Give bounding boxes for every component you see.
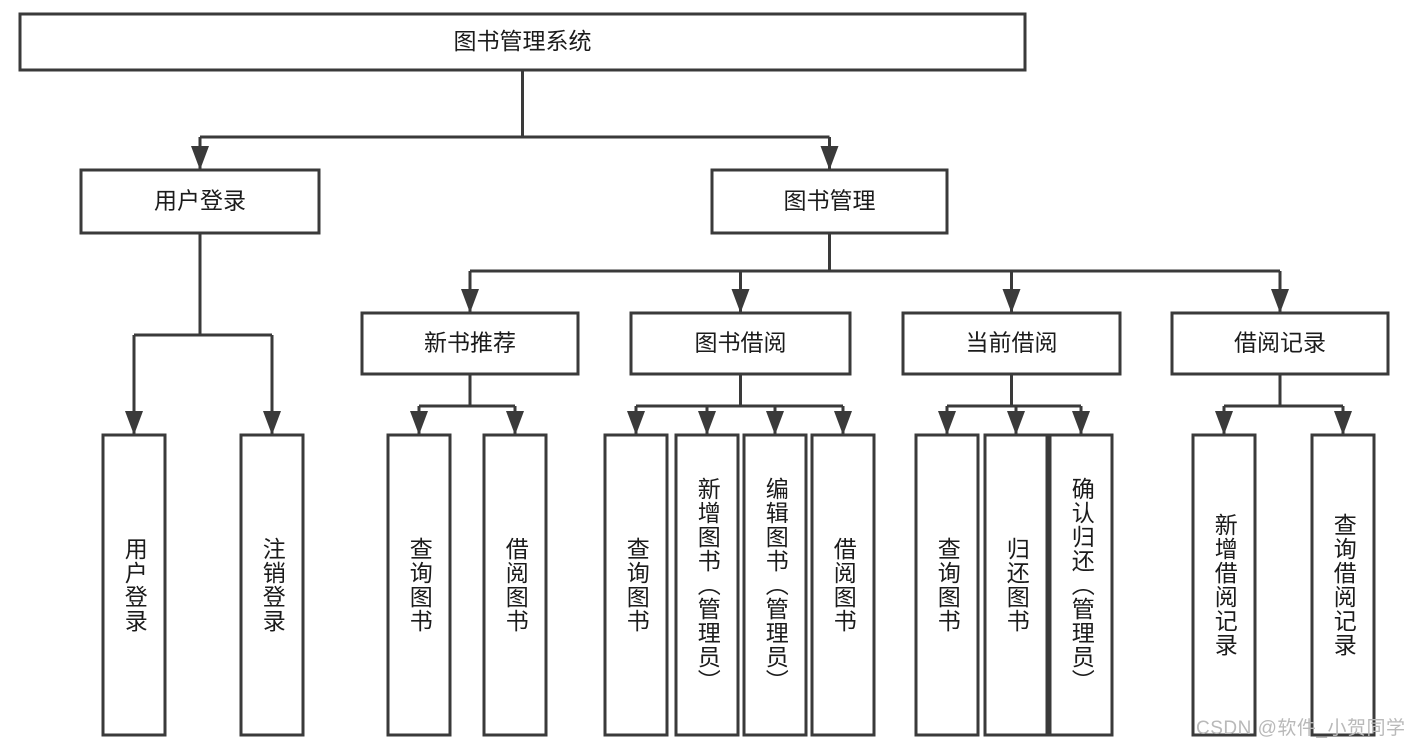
- node-box-login[interactable]: [101, 433, 167, 737]
- arrow-head-icon-login: [125, 411, 143, 435]
- node-label-root: 图书管理系统: [454, 28, 592, 54]
- csdn-watermark: CSDN @软件_小贺同学: [1196, 718, 1405, 739]
- arrow-head-icon-bb-query-book: [627, 411, 645, 435]
- arrow-head-icon-user-login: [191, 146, 209, 170]
- node-box-borrow-record[interactable]: [1170, 311, 1390, 376]
- node-box-bb-add-book[interactable]: [674, 433, 740, 737]
- node-box-br-add-record[interactable]: [1191, 433, 1257, 737]
- node-box-new-book-recommend[interactable]: [360, 311, 580, 376]
- node-box-cb-confirm-return[interactable]: [1048, 433, 1114, 737]
- node-box-bb-query-book[interactable]: [603, 433, 669, 737]
- arrow-head-icon-cb-confirm-return: [1072, 411, 1090, 435]
- node-box-logout[interactable]: [239, 433, 305, 737]
- arrow-head-icon-br-query-record: [1334, 411, 1352, 435]
- node-box-br-query-record[interactable]: [1310, 433, 1376, 737]
- arrow-head-icon-cb-query-book: [938, 411, 956, 435]
- node-box-bb-borrow-book[interactable]: [810, 433, 876, 737]
- arrow-head-icon-bb-edit-book: [766, 411, 784, 435]
- node-box-book-manage[interactable]: [710, 168, 949, 235]
- connectors-layer: [125, 70, 1352, 435]
- arrow-head-icon-borrow-record: [1271, 289, 1289, 313]
- node-box-nb-borrow-book[interactable]: [482, 433, 548, 737]
- arrow-head-icon-current-borrow: [1002, 289, 1021, 313]
- arrow-head-icon-nb-borrow-book: [506, 411, 524, 435]
- node-label-borrow-record: 借阅记录: [1234, 330, 1326, 356]
- node-box-current-borrow[interactable]: [901, 311, 1122, 376]
- arrow-head-icon-logout: [263, 411, 281, 435]
- node-box-cb-query-book[interactable]: [914, 433, 980, 737]
- node-box-root[interactable]: [18, 12, 1027, 72]
- node-box-book-borrow[interactable]: [629, 311, 852, 376]
- arrow-head-icon-new-book-recommend: [461, 289, 479, 313]
- arrow-head-icon-bb-add-book: [698, 411, 716, 435]
- arrow-head-icon-book-borrow: [731, 289, 750, 313]
- arrow-head-icon-bb-borrow-book: [834, 411, 852, 435]
- node-label-new-book-recommend: 新书推荐: [424, 330, 516, 356]
- node-label-user-login: 用户登录: [154, 188, 246, 214]
- node-label-current-borrow: 当前借阅: [966, 330, 1058, 356]
- boxes-layer: [18, 12, 1390, 737]
- node-box-user-login[interactable]: [79, 168, 321, 235]
- arrow-head-icon-cb-return-book: [1007, 411, 1025, 435]
- arrow-head-icon-nb-query-book: [410, 411, 428, 435]
- arrow-head-icon-br-add-record: [1215, 411, 1233, 435]
- node-label-book-manage: 图书管理: [784, 188, 876, 214]
- node-label-book-borrow: 图书借阅: [695, 330, 787, 356]
- node-box-bb-edit-book[interactable]: [742, 433, 808, 737]
- node-box-cb-return-book[interactable]: [983, 433, 1049, 737]
- node-box-nb-query-book[interactable]: [386, 433, 452, 737]
- arrow-head-icon-book-manage: [820, 146, 839, 170]
